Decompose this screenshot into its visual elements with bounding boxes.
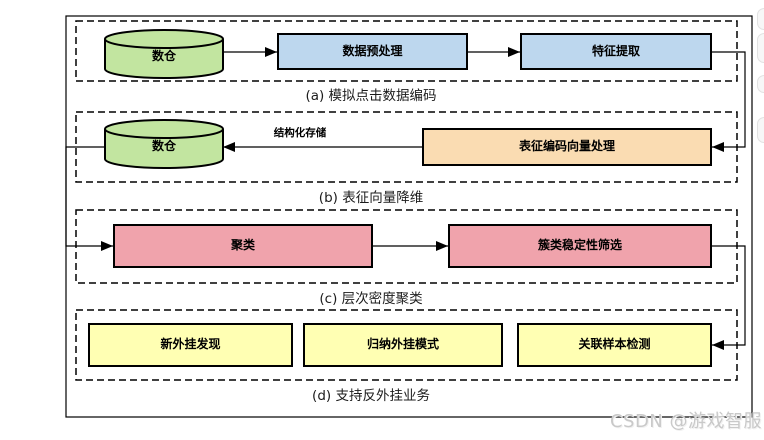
side-toolbar-button-fragment[interactable]: [757, 8, 764, 30]
cheat-pattern-induction-box: 归纳外挂模式: [303, 323, 503, 367]
section-a-caption: (a) 模拟点击数据编码: [305, 88, 437, 104]
warehouse-cylinder-a-label: 数仓: [151, 49, 176, 63]
arrow-stability-to-detection: [712, 245, 746, 350]
section-c-caption: (c) 层次密度聚类: [319, 291, 423, 307]
section-d-caption: (d) 支持反外挂业务: [312, 388, 430, 404]
representation-encoding-box: 表征编码向量处理: [422, 128, 712, 166]
arrow-feature-to-encoding: [712, 51, 746, 152]
arrow-warehouse-to-clustering: [65, 146, 113, 251]
side-toolbar-button-fragment[interactable]: [757, 117, 764, 143]
cluster-stability-filter-box: 簇类稳定性筛选: [448, 224, 712, 268]
clustering-box: 聚类: [113, 224, 373, 268]
data-preprocessing-box: 数据预处理: [277, 33, 468, 70]
new-cheat-discovery-box: 新外挂发现: [88, 323, 293, 367]
warehouse-cylinder-b-label: 数仓: [151, 139, 176, 153]
related-sample-detection-box: 关联样本检测: [517, 323, 712, 367]
csdn-watermark: CSDN @游戏智服: [609, 411, 762, 432]
feature-extraction-box: 特征提取: [520, 33, 712, 70]
side-toolbar-button-fragment[interactable]: [757, 33, 764, 63]
section-a-dashed-box: [75, 20, 738, 82]
warehouse-cylinder-b-shape: [104, 119, 224, 169]
side-toolbar-button-fragment[interactable]: [757, 75, 764, 93]
warehouse-cylinder-a-shape: [104, 29, 224, 79]
section-b-caption: (b) 表征向量降维: [318, 190, 424, 206]
structured-storage-edge-label: 结构化存储: [273, 127, 327, 139]
